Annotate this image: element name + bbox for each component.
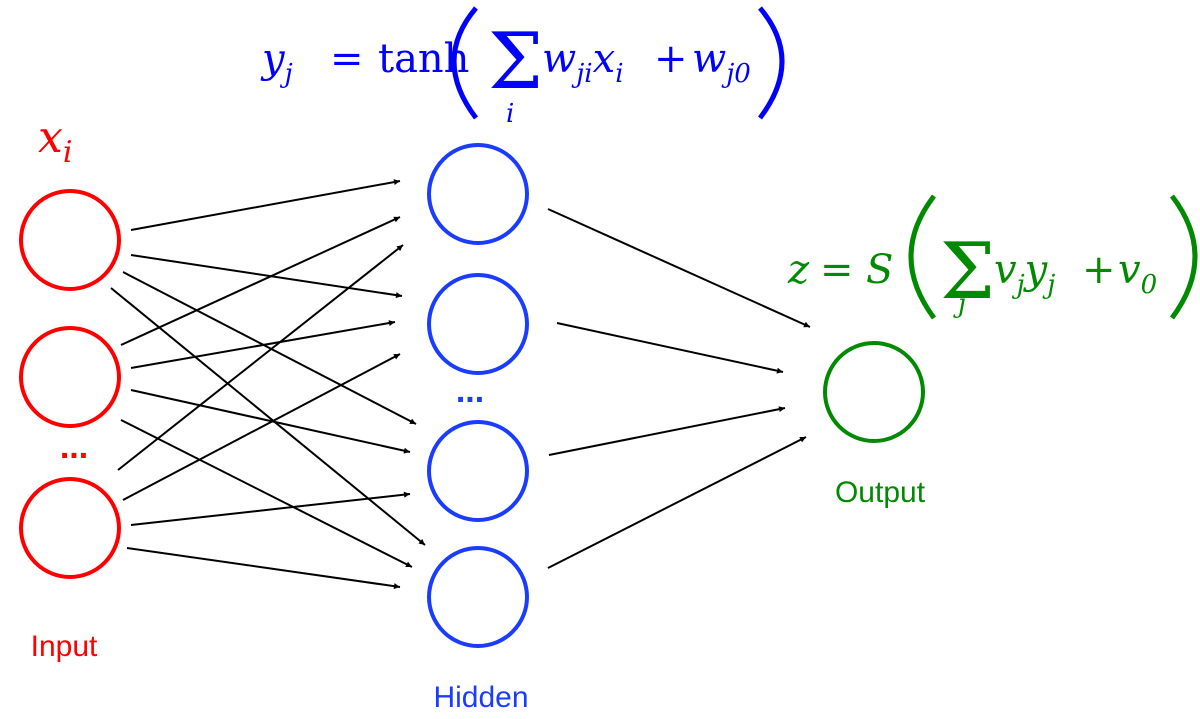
hidden-ellipsis: ... <box>456 372 484 410</box>
formula-hidden-bias: wj0 <box>692 36 751 89</box>
input-ellipsis: ... <box>60 428 88 466</box>
input-hidden-arrow-1 <box>130 179 401 231</box>
hidden-node-3 <box>427 420 529 522</box>
input-symbol: xi <box>38 112 72 170</box>
input-hidden-arrow-11 <box>130 491 411 526</box>
formula-hidden-sigma: Σ <box>488 17 543 107</box>
hidden-node-2 <box>427 273 529 375</box>
input-to-hidden-edges <box>110 179 426 590</box>
input-hidden-arrow-6 <box>130 320 396 369</box>
hidden-layer-label: Hidden <box>433 681 528 714</box>
formula-hidden-lhs: yj <box>260 36 293 89</box>
output-node <box>823 341 925 443</box>
input-hidden-arrow-4 <box>110 287 426 546</box>
output-activation-formula: z = S Σ j vjyj + v0 <box>787 194 1198 320</box>
formula-hidden-right-paren <box>758 6 785 120</box>
input-node-2 <box>19 326 121 428</box>
input-layer-label: Input <box>31 630 98 663</box>
hidden-to-output-edges <box>547 208 811 569</box>
formula-hidden-plus: + <box>654 36 688 82</box>
formula-hidden-left-paren <box>451 6 478 120</box>
hidden-node-1 <box>427 143 529 245</box>
input-hidden-arrow-8 <box>120 419 413 568</box>
formula-output-bias: v0 <box>1118 247 1157 300</box>
formula-hidden-sum-index: i <box>506 99 514 129</box>
input-hidden-arrow-5 <box>120 216 401 346</box>
formula-output-lhs: z <box>787 247 810 293</box>
hidden-output-arrow-2 <box>556 322 784 374</box>
input-hidden-arrow-12 <box>126 547 401 590</box>
formula-output-term: vjyj <box>994 247 1055 300</box>
formula-output-plus: + <box>1082 247 1116 293</box>
input-symbol-base: x <box>38 112 63 163</box>
input-layer <box>19 189 121 579</box>
input-hidden-arrow-10 <box>122 353 401 501</box>
hidden-node-4 <box>427 546 529 648</box>
input-node-3 <box>19 477 121 579</box>
hidden-output-arrow-1 <box>547 208 811 328</box>
input-node-1 <box>19 189 121 291</box>
input-hidden-arrow-2 <box>130 254 403 299</box>
formula-output-equals: = <box>820 247 854 293</box>
output-layer-label: Output <box>835 476 926 509</box>
input-hidden-arrow-7 <box>130 389 411 454</box>
input-hidden-arrow-9 <box>117 244 404 471</box>
formula-output-sigma: Σ <box>940 227 995 317</box>
hidden-activation-formula: yj = tanh Σ i wjixi + wj0 <box>260 6 785 129</box>
input-symbol-subscript: i <box>63 135 73 170</box>
formula-hidden-term: wjixi <box>542 36 624 89</box>
output-layer <box>823 341 925 443</box>
formula-output-left-paren <box>908 194 937 320</box>
formula-hidden-equals: = <box>330 36 364 82</box>
hidden-output-arrow-4 <box>547 436 807 569</box>
hidden-layer <box>427 143 529 648</box>
hidden-output-arrow-3 <box>548 406 786 456</box>
formula-output-func: S <box>866 247 893 293</box>
input-hidden-arrow-3 <box>122 271 417 425</box>
formula-output-right-paren <box>1169 194 1198 320</box>
